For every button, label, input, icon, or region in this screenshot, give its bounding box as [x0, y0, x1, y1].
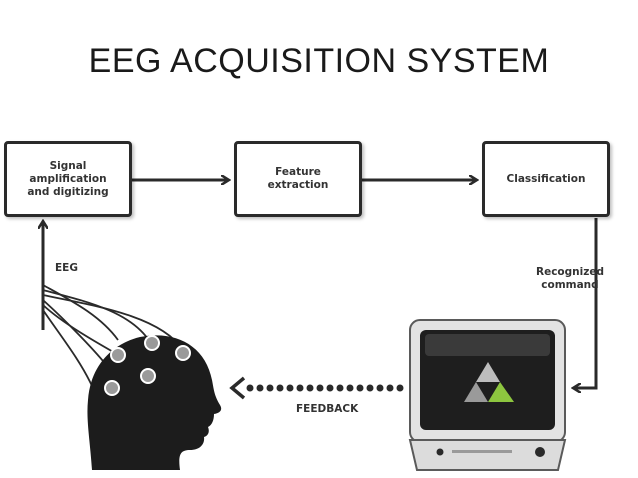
- recognized-command-label: Recognized command: [536, 266, 604, 291]
- feedback-arrowhead: [229, 376, 246, 400]
- electrodes: [104, 335, 191, 396]
- monitor-logo-icon: [464, 362, 514, 402]
- classification-box: Classification: [482, 141, 610, 217]
- feedback-label: FEEDBACK: [296, 403, 359, 415]
- arrow-classification-to-monitor: [574, 218, 598, 388]
- feature-extraction-box: Feature extraction: [234, 141, 362, 217]
- slide-title: EEG ACQUISITION SYSTEM: [88, 42, 550, 80]
- eeg-label: EEG: [55, 262, 78, 274]
- feedback-dotted-arrow: [246, 384, 404, 392]
- signal-amplification-box: Signal amplification and digitizing: [4, 141, 132, 217]
- monitor: [408, 319, 567, 471]
- head-silhouette: [87, 335, 222, 470]
